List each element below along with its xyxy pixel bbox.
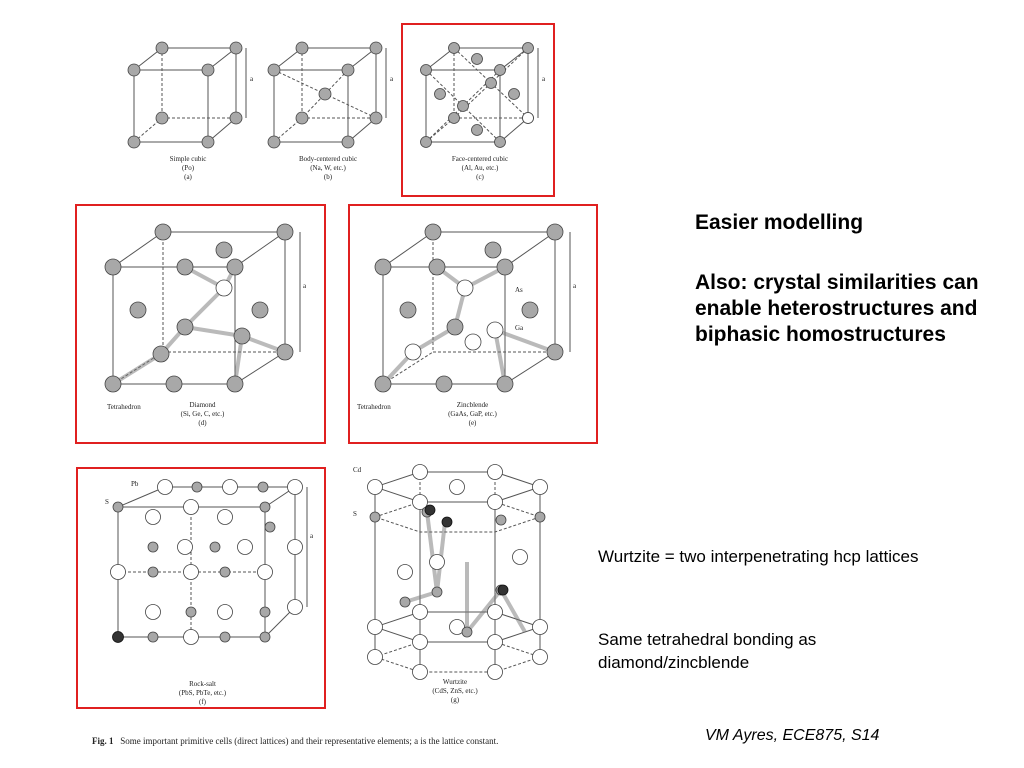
simple-cubic-diagram (127, 41, 247, 149)
lattice-constant-label: a (542, 75, 546, 83)
highlight-frame-zincblende (348, 204, 598, 444)
highlight-frame-rock-salt (76, 467, 326, 709)
s-atom-label: S (105, 498, 109, 506)
wurtzite-note: Wurtzite = two interpenetrating hcp latt… (598, 547, 919, 566)
figure-b-body-centered-cubic: a Body-centered cubic (Na, W, etc.) (b) (258, 30, 398, 200)
figure-g-wurtzite: Cd S Wurtzite (CdS, ZnS, etc.) (g) (345, 462, 565, 722)
s-atom-label: S (353, 510, 357, 518)
pb-atom-label: Pb (131, 480, 139, 488)
bcc-diagram (267, 41, 387, 149)
lattice-constant-label: a (303, 282, 307, 290)
ga-atom-label: Ga (515, 324, 524, 332)
figure-a-simple-cubic: a Simple cubic (Po) (a) (118, 30, 258, 200)
figure-f-caption: Rock-salt (PbS, PbTe, etc.) (f) (178, 680, 227, 706)
crystal-similarities-note: Also: crystal similarities can enable he… (695, 271, 979, 346)
heading-easier-modelling: Easier modelling (695, 211, 864, 234)
figure-caption-label: Fig. 1 (92, 736, 114, 746)
highlight-frame-fcc (401, 23, 555, 197)
figure-g-caption: Wurtzite (CdS, ZnS, etc.) (g) (432, 678, 478, 704)
tetrahedral-bonding-note: Same tetrahedral bonding as diamond/zinc… (598, 630, 817, 672)
author-credit: VM Ayres, ECE875, S14 (705, 727, 880, 744)
lattice-constant-label: a (250, 75, 254, 83)
diamond-diagram (104, 223, 301, 393)
lattice-constant-label: a (390, 75, 394, 83)
figure-f-rock-salt: Pb S a Rock-salt (PbS, PbTe, etc.) (f) (85, 472, 320, 712)
figure-e-caption: Zincblende (GaAs, GaP, etc.) (e) (448, 401, 497, 427)
cd-atom-label: Cd (353, 466, 362, 474)
figure-c-caption: Face-centered cubic (Al, Au, etc.) (c) (451, 155, 509, 181)
figure-caption: Fig. 1 Some important primitive cells (d… (92, 735, 592, 748)
tetrahedron-label: Tetrahedron (357, 403, 391, 411)
rock-salt-diagram (110, 479, 308, 645)
highlight-frame-diamond (75, 204, 326, 444)
zincblende-diagram (374, 223, 571, 393)
figure-a-caption: Simple cubic (Po) (a) (169, 155, 207, 181)
figure-d-diamond: a Tetrahedron Diamond (Si, Ge, C, etc.) … (85, 212, 320, 442)
as-atom-label: As (515, 286, 523, 294)
fcc-diagram (420, 42, 539, 148)
figure-b-caption: Body-centered cubic (Na, W, etc.) (b) (298, 155, 358, 181)
figure-d-caption: Diamond (Si, Ge, C, etc.) (d) (180, 401, 225, 427)
figure-c-face-centered-cubic: a Face-centered cubic (Al, Au, etc.) (c) (410, 30, 550, 200)
wurtzite-diagram (367, 464, 548, 680)
lattice-constant-label: a (573, 282, 577, 290)
figure-caption-text: Some important primitive cells (direct l… (120, 736, 499, 746)
tetrahedron-label: Tetrahedron (107, 403, 141, 411)
figure-e-zincblende: a As Ga Tetrahedron Zincblende (GaAs, Ga… (355, 212, 590, 442)
lattice-constant-label: a (310, 532, 314, 540)
